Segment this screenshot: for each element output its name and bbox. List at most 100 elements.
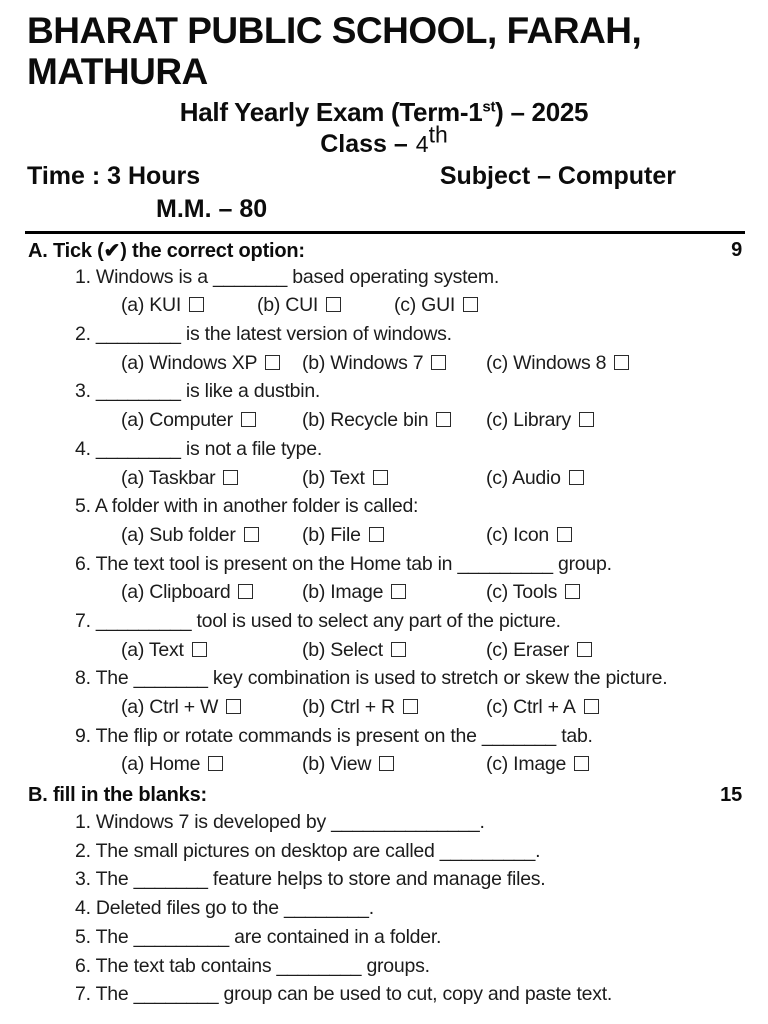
option-label: (a) Text — [121, 638, 184, 661]
options-row: (a) Home (b) View (c) Image — [0, 751, 768, 780]
checkbox-icon[interactable] — [614, 354, 630, 370]
class-value: 4 — [415, 130, 429, 157]
checkbox-icon[interactable] — [208, 756, 224, 772]
question: 4. ________ is not a file type. — [0, 435, 768, 464]
question: 8. The _______ key combination is used t… — [0, 665, 768, 694]
blank-item: 3. The _______ feature helps to store an… — [0, 866, 768, 895]
option-label: (a) Ctrl + W — [121, 696, 219, 719]
checkbox-icon[interactable] — [565, 584, 581, 600]
time-label: Time : 3 Hours — [27, 161, 201, 190]
options-row: (a) Computer (b) Recycle bin (c) Library — [0, 406, 768, 435]
checkbox-icon[interactable] — [191, 641, 207, 657]
checkbox-icon[interactable] — [431, 354, 447, 370]
question: 2. ________ is the latest version of win… — [0, 320, 768, 349]
blank-item-text: 6. The text tab contains ________ groups… — [75, 954, 430, 977]
checkbox-icon[interactable] — [463, 297, 479, 313]
checkbox-icon[interactable] — [326, 297, 342, 313]
options-row: (a) Text (b) Select (c) Eraser — [0, 636, 768, 665]
option-label: (c) Icon — [486, 523, 550, 546]
options-row: (a) Taskbar (b) Text (c) Audio — [0, 464, 768, 493]
question-text: 1. Windows is a _______ based operating … — [75, 265, 500, 288]
blank-item: 1. Windows 7 is developed by ___________… — [0, 808, 768, 837]
header-divider — [25, 230, 745, 234]
option-label: (b) View — [302, 753, 372, 776]
question-text: 4. ________ is not a file type. — [75, 437, 323, 460]
checkbox-icon[interactable] — [568, 469, 584, 485]
blank-item: 6. The text tab contains ________ groups… — [0, 952, 768, 981]
checkbox-icon[interactable] — [557, 526, 573, 542]
blank-item: 5. The _________ are contained in a fold… — [0, 923, 768, 952]
question-text: 3. ________ is like a dustbin. — [75, 380, 321, 403]
option-label: (b) Recycle bin — [302, 409, 429, 432]
option-label: (c) Audio — [486, 466, 561, 489]
checkbox-icon[interactable] — [243, 526, 259, 542]
checkbox-icon[interactable] — [379, 756, 395, 772]
options-row: (a) KUI (b) CUI (c) GUI — [0, 292, 768, 321]
blank-item-text: 3. The _______ feature helps to store an… — [75, 868, 546, 891]
question: 9. The flip or rotate commands is presen… — [0, 722, 768, 751]
option-label: (c) Tools — [486, 581, 558, 604]
option-label: (a) Home — [121, 753, 201, 776]
max-marks-label: M.M. – 80 — [156, 194, 268, 223]
checkbox-icon[interactable] — [238, 584, 254, 600]
section-b-title: B. fill in the blanks: — [28, 784, 207, 807]
blank-item-text: 5. The _________ are contained in a fold… — [75, 925, 442, 948]
option-label: (c) Windows 8 — [486, 351, 607, 374]
option-label: (b) CUI — [257, 294, 319, 317]
checkbox-icon[interactable] — [577, 641, 593, 657]
option-label: (b) Windows 7 — [302, 351, 424, 374]
checkbox-icon[interactable] — [390, 641, 406, 657]
blank-item: 2. The small pictures on desktop are cal… — [0, 837, 768, 866]
blank-item-text: 7. The ________ group can be used to cut… — [75, 983, 613, 1006]
section-a-title: A. Tick (✔) the correct option: — [28, 239, 305, 262]
checkbox-icon[interactable] — [583, 699, 599, 715]
time-subject-row: Time : 3 Hours Subject – Computer — [0, 159, 768, 191]
checkbox-icon[interactable] — [402, 699, 418, 715]
option-label: (c) Image — [486, 753, 567, 776]
blank-item-text: 1. Windows 7 is developed by ___________… — [75, 811, 485, 834]
exam-title-text: Half Yearly Exam (Term-1 — [179, 96, 483, 127]
section-a-marks: 9 — [731, 238, 742, 261]
exam-title-superscript: st — [482, 98, 496, 116]
class-superscript: th — [428, 121, 448, 148]
checkbox-icon[interactable] — [223, 469, 239, 485]
question: 7. _________ tool is used to select any … — [0, 607, 768, 636]
question: 3. ________ is like a dustbin. — [0, 378, 768, 407]
blank-item: 7. The ________ group can be used to cut… — [0, 980, 768, 1009]
checkbox-icon[interactable] — [372, 469, 388, 485]
option-label: (c) Library — [486, 409, 572, 432]
checkbox-icon[interactable] — [189, 297, 205, 313]
exam-title-year: ) – 2025 — [495, 96, 589, 127]
question-text: 2. ________ is the latest version of win… — [75, 323, 452, 346]
checkbox-icon[interactable] — [265, 354, 281, 370]
checkbox-icon[interactable] — [574, 756, 590, 772]
blank-item-text: 4. Deleted files go to the ________. — [75, 897, 374, 920]
options-row: (a) Sub folder (b) File (c) Icon — [0, 521, 768, 550]
class-label: Class – — [320, 129, 408, 158]
blank-item-text: 2. The small pictures on desktop are cal… — [75, 839, 541, 862]
checkbox-icon[interactable] — [368, 526, 384, 542]
checkbox-icon[interactable] — [436, 412, 452, 428]
section-a-header: A. Tick (✔) the correct option: 9 — [0, 234, 768, 263]
question-text: 9. The flip or rotate commands is presen… — [75, 724, 593, 747]
checkbox-icon[interactable] — [579, 412, 595, 428]
option-label: (b) Select — [302, 638, 383, 661]
checkbox-icon[interactable] — [226, 699, 242, 715]
blank-item: 4. Deleted files go to the ________. — [0, 894, 768, 923]
option-label: (b) Ctrl + R — [302, 696, 395, 719]
checkbox-icon[interactable] — [391, 584, 407, 600]
option-label: (a) KUI — [121, 294, 182, 317]
class-line: Class – 4th — [0, 123, 768, 159]
section-b-header: B. fill in the blanks: 15 — [0, 779, 768, 808]
option-label: (b) Text — [302, 466, 365, 489]
checkbox-icon[interactable] — [240, 412, 256, 428]
option-label: (a) Clipboard — [121, 581, 231, 604]
option-label: (c) Ctrl + A — [486, 696, 576, 719]
question: 1. Windows is a _______ based operating … — [0, 263, 768, 292]
option-label: (a) Windows XP — [121, 351, 258, 374]
exam-title: Half Yearly Exam (Term-1st) – 2025 — [0, 97, 768, 128]
question: 5. A folder with in another folder is ca… — [0, 492, 768, 521]
option-label: (c) Eraser — [486, 638, 570, 661]
options-row: (a) Ctrl + W (b) Ctrl + R (c) Ctrl + A — [0, 693, 768, 722]
